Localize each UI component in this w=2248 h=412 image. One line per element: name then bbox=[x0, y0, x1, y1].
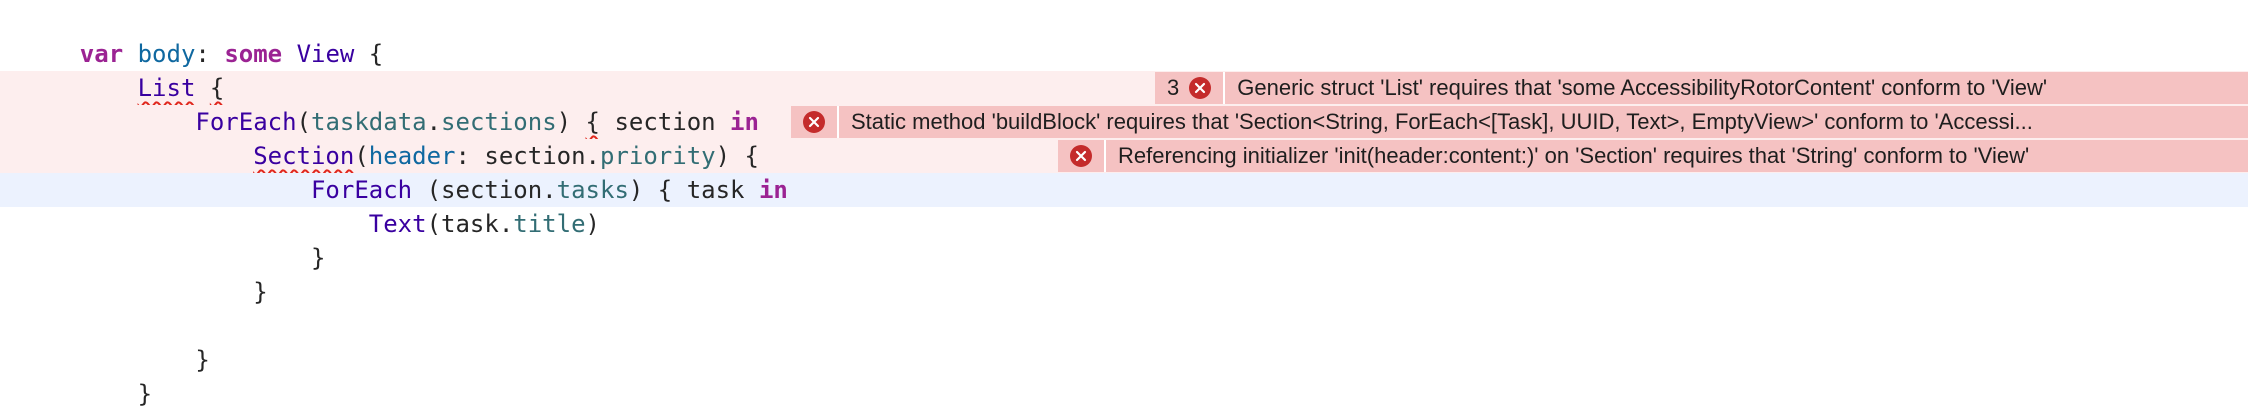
code-token: ) bbox=[585, 210, 600, 238]
code-token: } bbox=[22, 346, 210, 374]
code-token: body bbox=[137, 40, 196, 68]
error-message: Generic struct 'List' requires that 'som… bbox=[1237, 75, 2048, 100]
code-token: var bbox=[79, 40, 124, 68]
error-annotation-badge[interactable] bbox=[1058, 140, 1106, 172]
code-token bbox=[123, 40, 137, 68]
code-token: ( bbox=[296, 108, 311, 136]
code-token: : bbox=[195, 40, 225, 68]
code-text[interactable]: } bbox=[22, 275, 268, 309]
code-token: List bbox=[137, 74, 196, 102]
code-token: . bbox=[426, 108, 442, 136]
code-token bbox=[22, 108, 195, 136]
code-token: title bbox=[513, 210, 586, 238]
code-token: { bbox=[209, 74, 225, 102]
error-x-icon bbox=[803, 111, 825, 133]
code-token bbox=[22, 74, 138, 102]
code-text[interactable]: } bbox=[22, 343, 210, 377]
code-token: Section bbox=[253, 142, 355, 170]
code-text[interactable]: Text(task.title) bbox=[22, 207, 600, 241]
code-token: ForEach bbox=[310, 176, 413, 204]
code-token: } bbox=[22, 380, 153, 408]
code-token bbox=[195, 74, 209, 102]
code-token: some bbox=[224, 40, 283, 68]
code-token: header bbox=[368, 142, 456, 170]
code-line-9[interactable] bbox=[0, 309, 2248, 343]
error-message: Referencing initializer 'init(header:con… bbox=[1118, 143, 2030, 168]
error-x-icon bbox=[1070, 145, 1092, 167]
code-token: priority bbox=[600, 142, 716, 170]
error-annotation-section[interactable]: Referencing initializer 'init(header:con… bbox=[1058, 140, 2248, 172]
code-text[interactable]: ForEach(taskdata.sections) { section in bbox=[22, 105, 759, 139]
code-line-10[interactable]: } bbox=[0, 343, 2248, 377]
error-message: Static method 'buildBlock' requires that… bbox=[851, 109, 2033, 134]
error-annotation-badge[interactable]: 3 bbox=[1155, 72, 1226, 104]
error-annotation-foreach[interactable]: Static method 'buildBlock' requires that… bbox=[791, 106, 2248, 138]
code-token: ) { task bbox=[628, 176, 759, 204]
code-token bbox=[22, 40, 80, 68]
code-text[interactable]: ForEach (section.tasks) { task in bbox=[22, 173, 788, 207]
code-text[interactable]: List { bbox=[22, 71, 225, 105]
error-annotation-badge[interactable] bbox=[791, 106, 839, 138]
code-token: ForEach bbox=[195, 108, 297, 136]
code-line-1[interactable]: var body: some View { bbox=[0, 37, 2248, 71]
code-line-4[interactable]: Section(header: section.priority) { Refe… bbox=[0, 139, 2248, 173]
code-token bbox=[282, 40, 296, 68]
code-token bbox=[22, 176, 311, 204]
code-token: : section. bbox=[455, 142, 601, 170]
code-token: { bbox=[354, 40, 384, 68]
code-token: in bbox=[730, 108, 759, 136]
code-token: } bbox=[22, 278, 268, 306]
code-token: ( bbox=[354, 142, 369, 170]
code-line-11[interactable]: } bbox=[0, 377, 2248, 411]
code-token bbox=[22, 142, 253, 170]
code-line-6[interactable]: Text(task.title) bbox=[0, 207, 2248, 241]
code-token: View bbox=[296, 40, 355, 68]
code-token: section bbox=[600, 108, 731, 136]
code-text[interactable]: } bbox=[22, 377, 152, 411]
code-token: taskdata bbox=[311, 108, 427, 136]
code-token: (task. bbox=[426, 210, 514, 238]
error-x-icon bbox=[1189, 77, 1212, 99]
code-token: sections bbox=[441, 108, 557, 136]
code-token: (section. bbox=[412, 176, 557, 204]
code-text[interactable]: var body: some View { bbox=[22, 37, 383, 71]
code-text[interactable]: } bbox=[22, 241, 325, 275]
code-line-5-current[interactable]: ForEach (section.tasks) { task in bbox=[0, 173, 2248, 207]
error-annotation-list[interactable]: 3 Generic struct 'List' requires that 's… bbox=[1155, 72, 2248, 104]
code-token: { bbox=[585, 108, 600, 136]
code-line-2[interactable]: List { 3 Generic struct 'List' requires … bbox=[0, 71, 2248, 105]
code-line-3[interactable]: ForEach(taskdata.sections) { section in … bbox=[0, 105, 2248, 139]
code-token: ) { bbox=[715, 142, 759, 170]
error-count: 3 bbox=[1167, 75, 1180, 100]
code-token: Text bbox=[368, 210, 427, 238]
code-line-8[interactable]: } bbox=[0, 275, 2248, 309]
code-token: ) bbox=[556, 108, 586, 136]
code-token: tasks bbox=[556, 176, 629, 204]
code-line-7[interactable]: } bbox=[0, 241, 2248, 275]
code-text[interactable]: Section(header: section.priority) { bbox=[22, 139, 759, 173]
code-token: in bbox=[758, 176, 788, 204]
code-token bbox=[22, 210, 369, 238]
code-token: } bbox=[22, 244, 326, 272]
